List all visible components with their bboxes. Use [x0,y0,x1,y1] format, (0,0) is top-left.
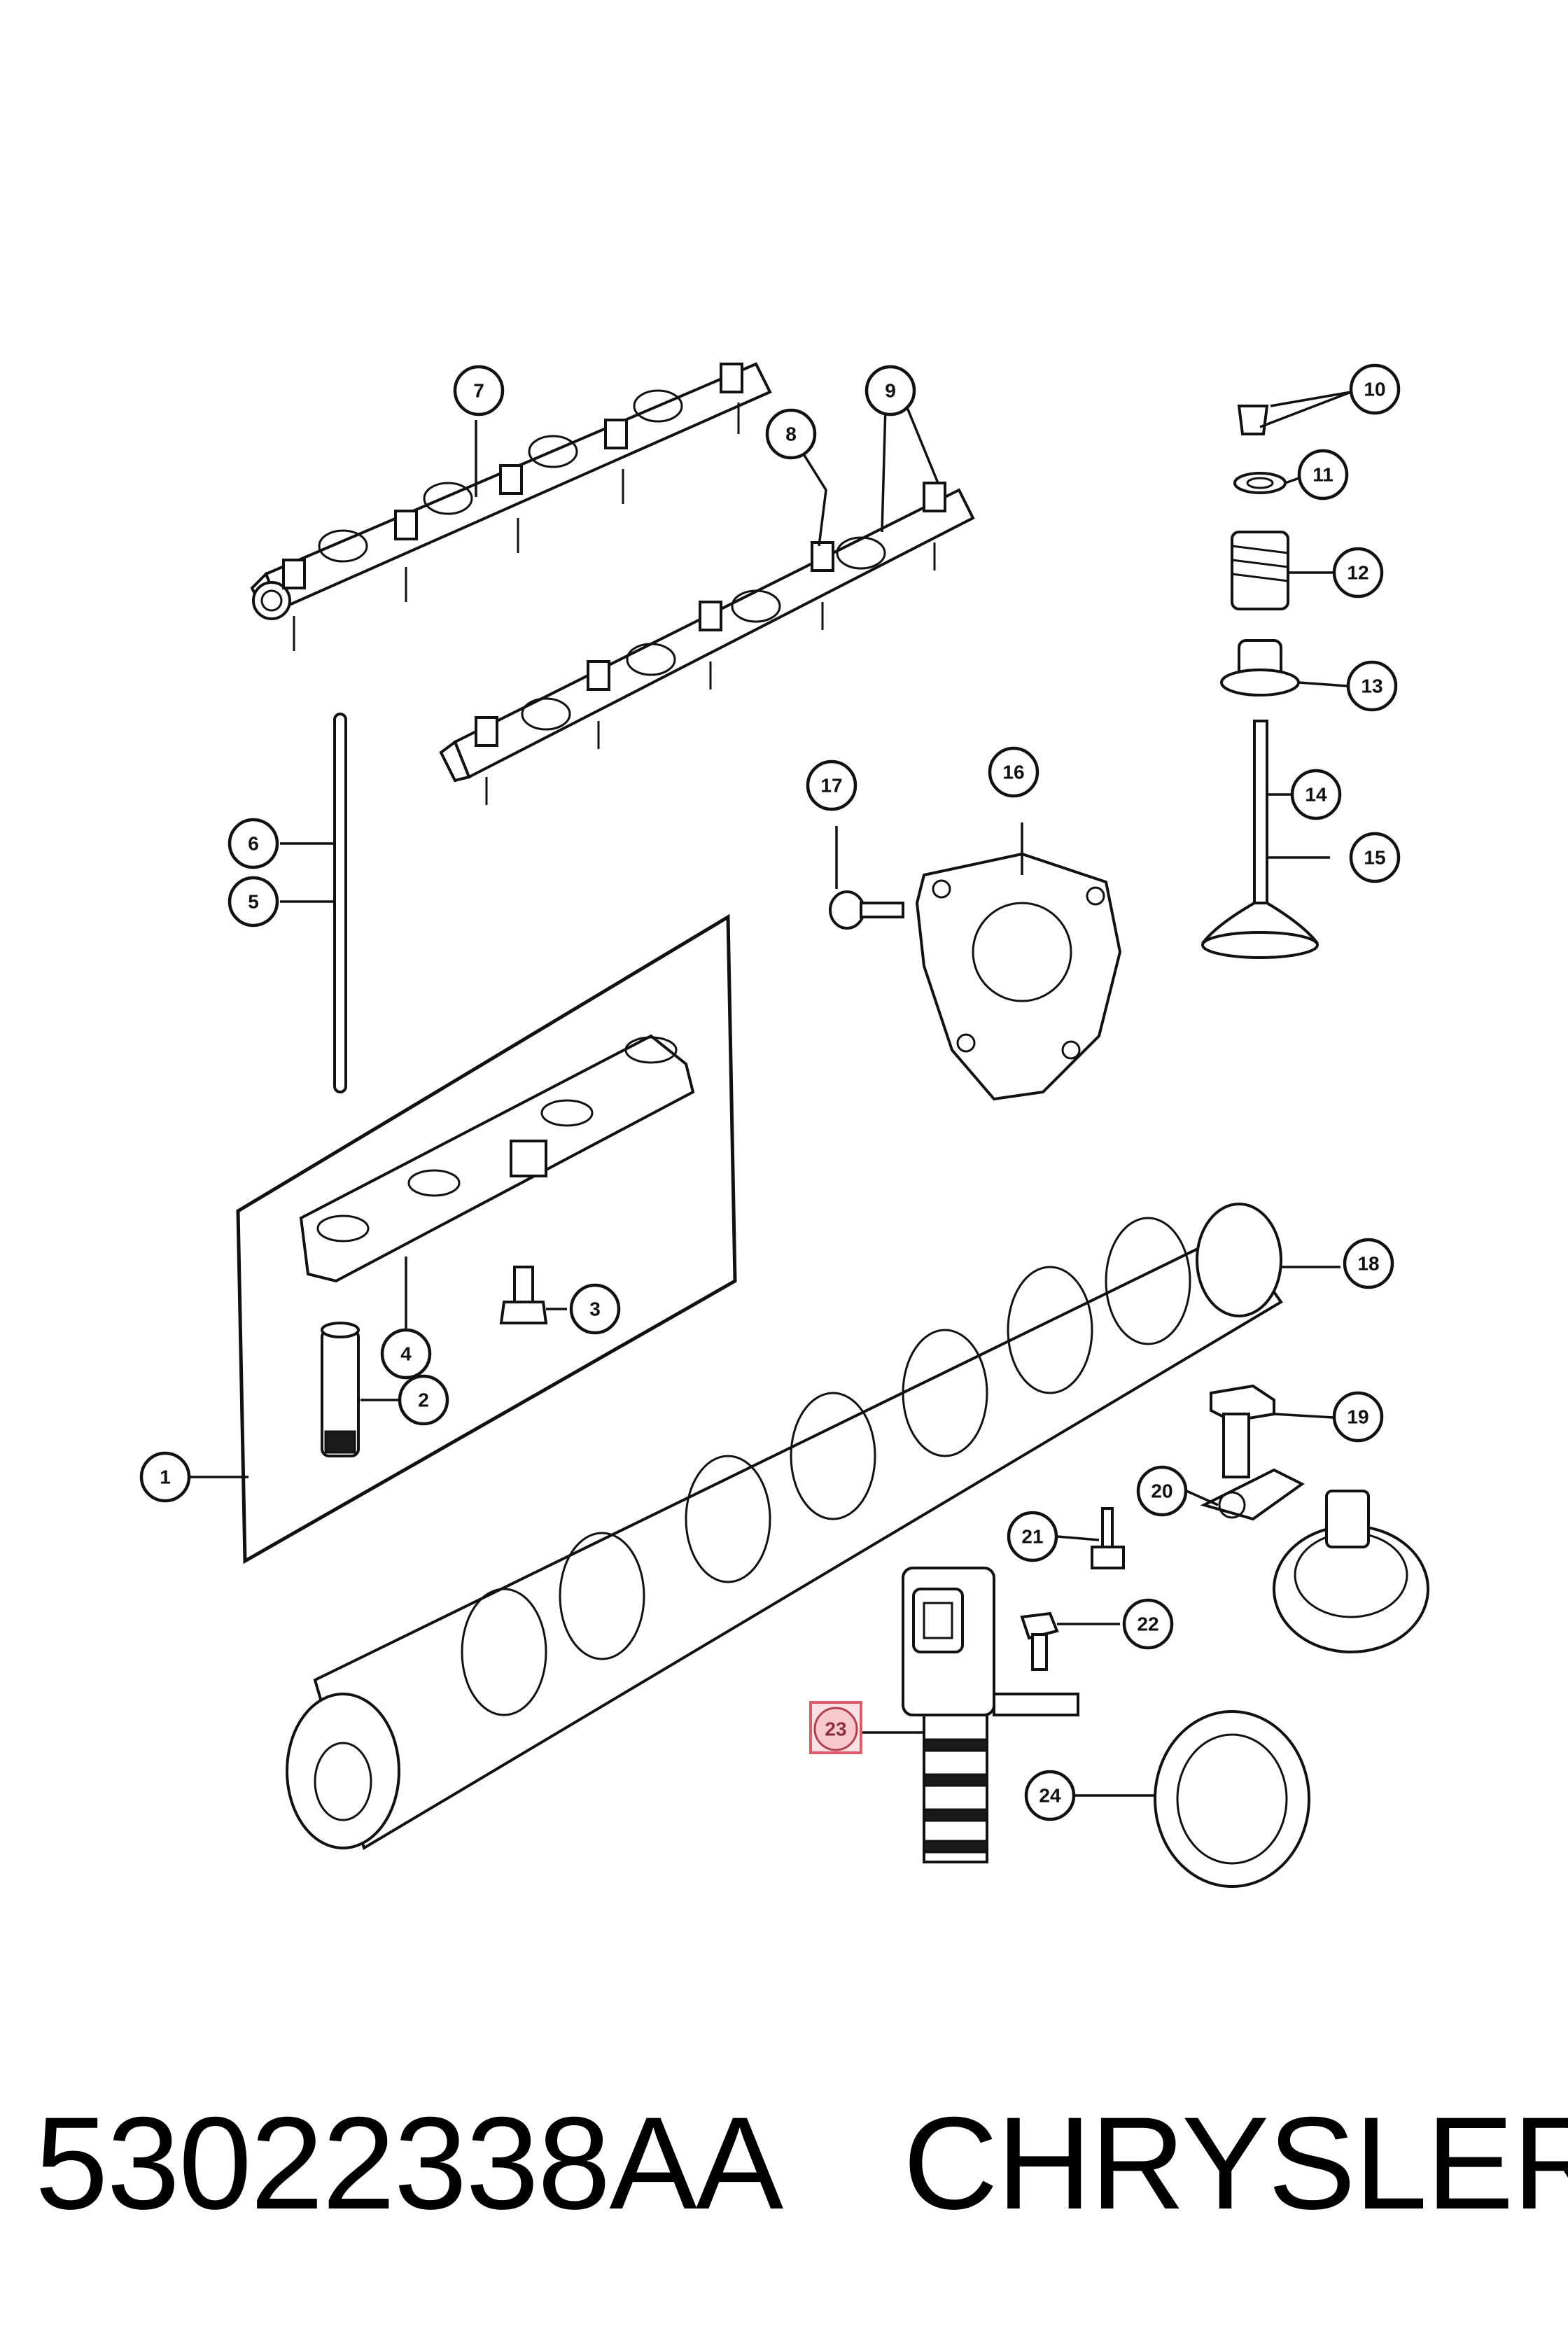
callout-17-label: 17 [820,775,842,797]
seal-ring [1154,1710,1310,1888]
callout-1-label: 1 [160,1466,171,1488]
callout-9[interactable]: 9 [864,365,916,416]
callout-16-label: 16 [1002,762,1024,783]
callout-8[interactable]: 8 [765,408,817,460]
callout-10[interactable]: 10 [1349,363,1401,415]
callout-5[interactable]: 5 [227,876,279,927]
callout-12[interactable]: 12 [1332,547,1384,598]
callout-4-label: 4 [400,1343,412,1365]
rocker-shaft-assembly-upper [250,362,772,651]
callout-11[interactable]: 11 [1297,449,1349,500]
footer: 53022338AA CHRYSLER [0,2072,1568,2254]
callout-4[interactable]: 4 [380,1328,432,1380]
callout-10-label: 10 [1364,379,1385,400]
callout-23[interactable]: 23 [813,1707,858,1751]
callout-2[interactable]: 2 [398,1374,449,1426]
callout-16[interactable]: 16 [988,746,1040,798]
callout-2-label: 2 [418,1390,429,1411]
cam-cover-plate [829,852,1122,1101]
callout-13[interactable]: 13 [1346,660,1398,712]
callout-5-label: 5 [248,891,259,913]
callout-15[interactable]: 15 [1349,832,1401,883]
callout-3[interactable]: 3 [569,1283,621,1335]
callout-19[interactable]: 19 [1332,1391,1384,1443]
callout-11-label: 11 [1312,464,1334,486]
callout-14-label: 14 [1305,784,1327,806]
callout-13-label: 13 [1361,676,1382,697]
callout-15-label: 15 [1364,847,1385,869]
callout-23-label: 23 [825,1718,846,1740]
callout-20[interactable]: 20 [1136,1465,1188,1517]
callout-3-label: 3 [589,1298,601,1320]
callout-21-label: 21 [1021,1526,1043,1548]
part-number: 53022338AA [35,2090,783,2236]
brand-name: CHRYSLER [903,2090,1568,2236]
callout-24[interactable]: 24 [1024,1770,1076,1821]
callout-19-label: 19 [1347,1406,1368,1428]
callout-18[interactable]: 18 [1343,1238,1394,1289]
callout-22[interactable]: 22 [1122,1598,1174,1650]
callout-21[interactable]: 21 [1007,1511,1058,1562]
valve-train-parts [1200,405,1320,959]
callout-22-label: 22 [1137,1614,1158,1635]
callout-17[interactable]: 17 [806,760,858,811]
callout-24-label: 24 [1039,1785,1061,1807]
callout-20-label: 20 [1151,1480,1172,1502]
callout-14[interactable]: 14 [1290,769,1342,820]
rocker-shaft-assembly-lower [439,482,975,805]
camshaft [286,1203,1283,1851]
callout-18-label: 18 [1357,1253,1379,1275]
cam-phaser-parts [1020,1384,1429,1671]
push-rod [333,713,347,1093]
callout-6-label: 6 [248,833,259,855]
callout-12-label: 12 [1347,562,1368,584]
callout-7[interactable]: 7 [453,365,505,416]
lifter-kit-box [236,913,737,1564]
callout-9-label: 9 [885,380,896,402]
callout-6[interactable]: 6 [227,818,279,869]
callout-1[interactable]: 1 [139,1451,191,1503]
callout-7-label: 7 [473,380,484,402]
callout-8-label: 8 [785,424,797,445]
oil-control-solenoid [902,1567,1079,1863]
